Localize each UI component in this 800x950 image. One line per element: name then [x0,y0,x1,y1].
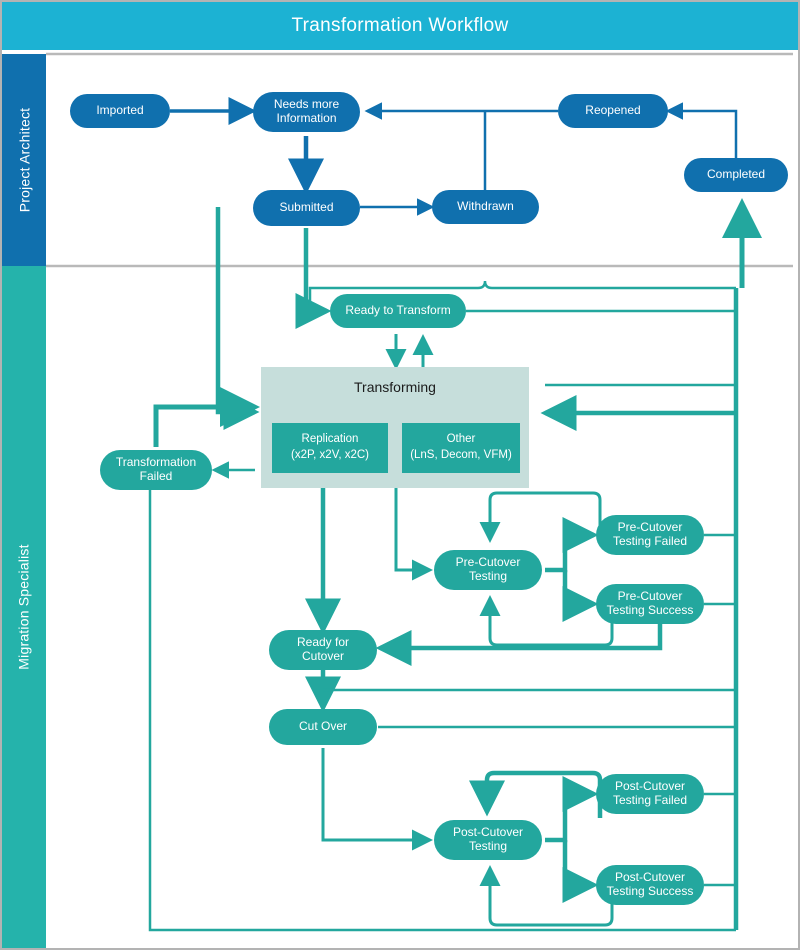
node-withdrawn[interactable]: Withdrawn [432,190,539,224]
node-label-completed: Completed [706,167,766,182]
node-completed[interactable]: Completed [684,158,788,192]
node-replication[interactable]: Replication (x2P, x2V, x2C) [272,423,388,473]
node-label-reopened: Reopened [585,103,641,118]
node-label-submitted: Submitted [279,200,334,215]
node-sublabel-other: (LnS, Decom, VFM) [410,449,512,461]
group-title-transforming: Transforming [354,379,436,395]
swimlane-migration-specialist: Migration Specialist [2,266,46,948]
node-label-imported: Imported [96,103,144,118]
node-submitted[interactable]: Submitted [253,190,360,226]
diagram-title-bar: Transformation Workflow [2,2,798,50]
swimlane-project-architect: Project Architect [2,54,46,266]
node-sublabel-replication: (x2P, x2V, x2C) [291,449,369,461]
node-label-withdrawn: Withdrawn [457,199,514,214]
node-reopened[interactable]: Reopened [558,94,668,128]
node-other[interactable]: Other (LnS, Decom, VFM) [402,423,520,473]
node-label-replication: Replication [301,433,359,446]
node-imported[interactable]: Imported [70,94,170,128]
page-title: Transformation Workflow [291,15,509,36]
node-label-ready-to-transform: Ready to Transform [345,303,451,318]
node-cut-over[interactable]: Cut Over [269,709,377,745]
node-label-cut-over: Cut Over [298,719,347,734]
node-label-other: Other [446,433,476,446]
node-ready-to-transform[interactable]: Ready to Transform [330,294,466,328]
